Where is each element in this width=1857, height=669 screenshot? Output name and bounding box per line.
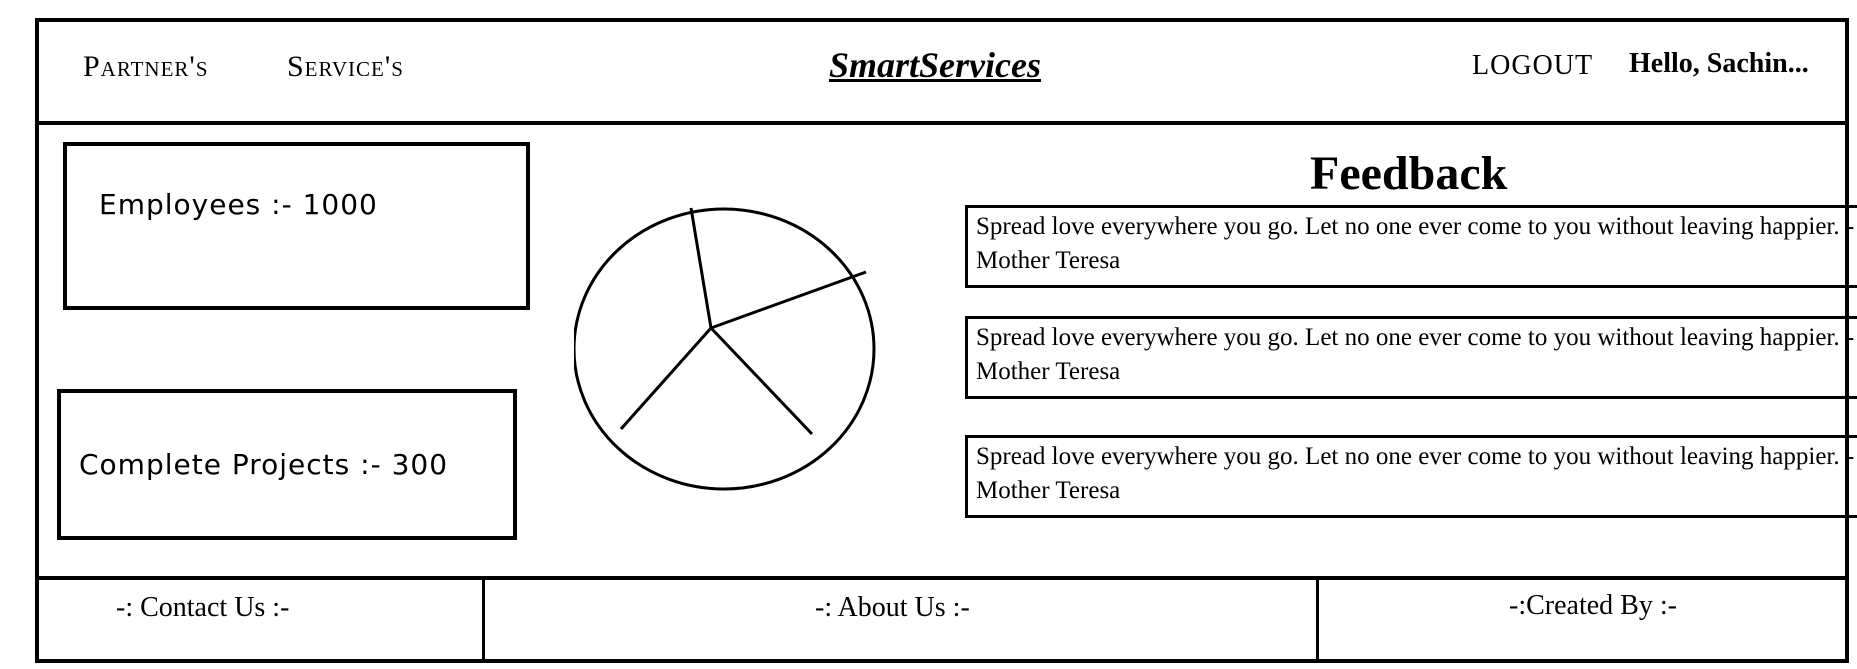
brand-logo[interactable]: SmartServices <box>829 45 1041 85</box>
footer-contact-link[interactable]: -: Contact Us :- <box>116 592 290 623</box>
footer-created-link[interactable]: -:Created By :- <box>1509 590 1677 621</box>
pie-outline <box>574 207 876 491</box>
feedback-card: Spread love everywhere you go. Let no on… <box>965 205 1857 288</box>
nav-services-link[interactable]: Service's <box>287 50 404 83</box>
feedback-card: Spread love everywhere you go. Let no on… <box>965 435 1857 518</box>
user-greeting: Hello, Sachin... <box>1629 48 1809 79</box>
pie-slice-divider <box>710 270 867 330</box>
footer-about-link[interactable]: -: About Us :- <box>815 592 970 623</box>
pie-slice-divider <box>709 326 814 436</box>
feedback-card: Spread love everywhere you go. Let no on… <box>965 316 1857 399</box>
pie-slice-divider <box>689 207 713 329</box>
employees-stat-label: Employees :- 1000 <box>99 188 378 221</box>
footer-created-cell[interactable]: -:Created By :- <box>1319 580 1845 659</box>
pie-chart-placeholder <box>574 207 876 491</box>
employees-stat-card: Employees :- 1000 <box>63 142 530 310</box>
footer-about-cell[interactable]: -: About Us :- <box>485 580 1319 659</box>
page-frame: Partner's Service's SmartServices LOGOUT… <box>35 18 1857 663</box>
logout-link[interactable]: LOGOUT <box>1472 50 1594 81</box>
header-bar: Partner's Service's SmartServices LOGOUT… <box>39 22 1845 125</box>
projects-stat-label: Complete Projects :- 300 <box>79 448 449 481</box>
nav-partners-link[interactable]: Partner's <box>83 50 209 83</box>
footer-contact-cell[interactable]: -: Contact Us :- <box>39 580 485 659</box>
pie-slice-divider <box>619 327 713 430</box>
feedback-heading: Feedback <box>1310 147 1508 200</box>
projects-stat-card: Complete Projects :- 300 <box>57 389 517 540</box>
footer-bar: -: Contact Us :- -: About Us :- -:Create… <box>39 576 1845 659</box>
